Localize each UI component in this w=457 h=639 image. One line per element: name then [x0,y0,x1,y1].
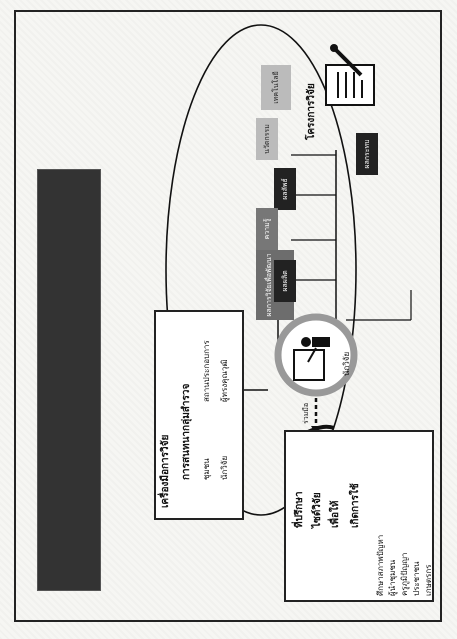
consultant-line3: เพื่อให้ [330,500,341,529]
bullet-item: ประชาชน [412,561,421,597]
bullet-item: ผู้นำชุมชน [388,559,397,596]
output-dark-1: ผลผลิต [274,260,296,302]
tools-item-enterprise: สถานประกอบการ [202,340,211,402]
document-sheet [325,64,375,106]
arrow-label: ร่วมมือ [302,402,310,424]
consultant-line4: เกิดการใช้ [350,483,361,528]
bullet-item: เกษตรกร [424,564,433,596]
highlight-ellipse [165,24,357,516]
consultant-line2: ไซด์วิจัย [312,492,323,528]
output-grey-3: เทคโนโลยี [261,65,291,110]
bullet-item: ครูภูมิปัญญา [400,552,409,596]
tools-heading: เครื่องมือการวิจัย [160,434,171,508]
page-frame [14,10,442,622]
tools-item-researcher: นักวิจัย [220,455,229,480]
bullet-item: ศึกษาสภาพปัญหา [376,534,385,596]
document-label: โครงการวิจัย [306,83,317,140]
output-grey-1: ความรู้ [256,208,278,250]
tools-subheading: การสนทนากลุ่มสำรวจ [181,383,192,480]
researcher-label: นักวิจัย [342,351,351,376]
output-grey-2: นวัตกรรม [256,118,278,160]
branch-lines [291,154,336,281]
tools-item-expert: ผู้ทรงคุณวุฒิ [220,359,229,402]
slide-title-banner [38,170,100,590]
tools-item-community: ชุมชน [202,458,211,480]
output-dark-3: ผลกระทบ [356,133,378,175]
consultant-line1: ที่ปรึกษา [294,491,305,528]
rotated-slide: เครื่องมือการวิจัย การสนทนากลุ่มสำรวจ ชุ… [16,20,436,620]
output-dark-2: ผลลัพธ์ [274,168,296,210]
